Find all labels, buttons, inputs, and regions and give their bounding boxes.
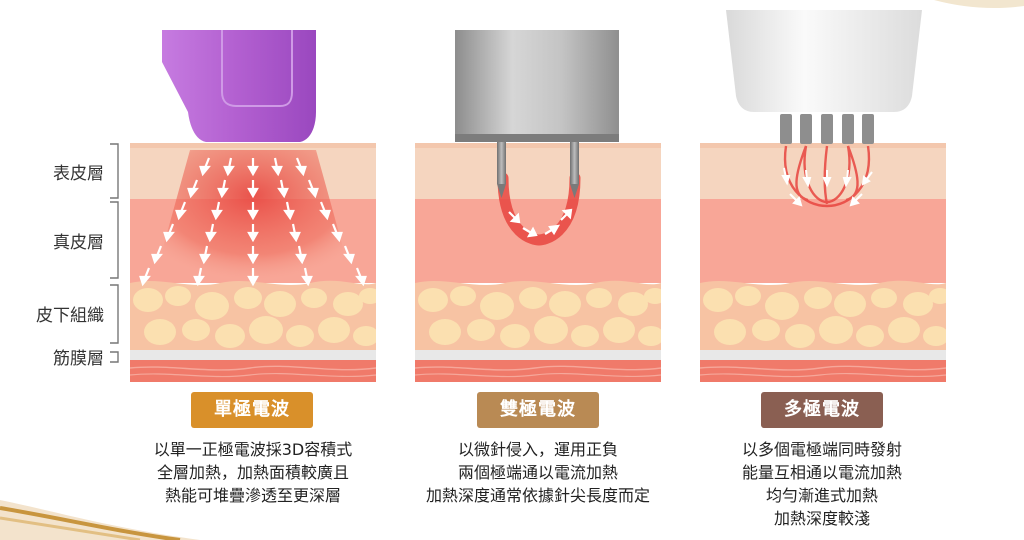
bracket-fascia (110, 351, 119, 363)
description-monopolar: 以單一正極電波採3D容積式 全層加熱，加熱面積較廣且 熱能可堆疊滲透至更深層 (103, 438, 403, 507)
badge-monopolar: 單極電波 (191, 392, 313, 428)
description-line: 熱能可堆疊滲透至更深層 (164, 486, 341, 505)
panel-bipolar (415, 0, 661, 390)
panel-monopolar (130, 0, 376, 390)
decorative-corner (934, 0, 1024, 8)
energy-arrows (139, 157, 367, 287)
description-line: 能量互相通以電流加熱 (741, 463, 902, 482)
description-line: 加熱深度較淺 (773, 509, 870, 528)
monopolar-diagram (130, 30, 376, 382)
multipolar-device (726, 10, 922, 112)
panel-multipolar (700, 0, 946, 390)
description-line: 以單一正極電波採3D容積式 (153, 440, 353, 459)
description-line: 全層加熱，加熱面積較廣且 (156, 463, 349, 482)
electrode-pins (780, 114, 874, 144)
description-line: 以多個電極端同時發射 (741, 440, 902, 459)
multipolar-diagram (700, 10, 946, 382)
bracket-subcutaneous (110, 284, 119, 344)
description-bipolar: 以微針侵入，運用正負 兩個極端通以電流加熱 加熱深度通常依據針尖長度而定 (388, 438, 688, 507)
layer-label-fascia: 筋膜層 (53, 349, 104, 369)
layer-label-dermis: 真皮層 (53, 233, 104, 253)
needle-left (497, 142, 506, 184)
bipolar-device (455, 30, 619, 138)
bipolar-diagram (415, 30, 661, 382)
badge-bipolar: 雙極電波 (477, 392, 599, 428)
layer-label-epidermis: 表皮層 (53, 164, 104, 184)
description-line: 加熱深度通常依據針尖長度而定 (425, 486, 650, 505)
description-line: 兩個極端通以電流加熱 (457, 463, 618, 482)
bracket-dermis (110, 201, 119, 279)
monopolar-device (162, 30, 316, 142)
description-line: 均勻漸進式加熱 (765, 486, 878, 505)
current-arrows (781, 167, 873, 207)
decorative-swoosh (0, 500, 200, 540)
layer-label-subcutaneous: 皮下組織 (36, 306, 104, 326)
skin-block (415, 143, 661, 382)
description-multipolar: 以多個電極端同時發射 能量互相通以電流加熱 均勻漸進式加熱 加熱深度較淺 (672, 438, 972, 530)
skin-block (130, 143, 376, 382)
badge-multipolar: 多極電波 (761, 392, 883, 428)
skin-block (700, 143, 946, 382)
description-line: 以微針侵入，運用正負 (457, 440, 618, 459)
bracket-epidermis (110, 143, 119, 199)
current-path (497, 172, 581, 246)
needle-right (570, 142, 579, 184)
current-arrows (508, 208, 573, 238)
